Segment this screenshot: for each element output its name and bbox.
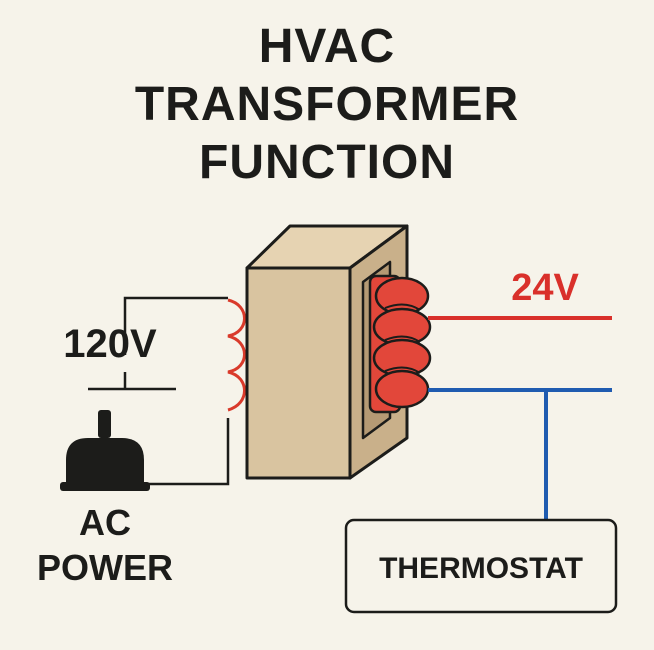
input-voltage-label: 120V bbox=[63, 322, 157, 366]
thermostat-label: THERMOSTAT bbox=[379, 552, 583, 585]
plug-icon bbox=[60, 410, 150, 491]
primary-circuit bbox=[88, 296, 230, 486]
title-line-2: TRANSFORMER bbox=[135, 78, 519, 131]
primary-coil-icon bbox=[227, 298, 246, 412]
title-line-3: FUNCTION bbox=[199, 136, 455, 189]
output-voltage-label: 24V bbox=[511, 267, 579, 309]
title-line-1: HVAC bbox=[259, 20, 395, 73]
thermostat-box: THERMOSTAT bbox=[344, 518, 618, 614]
primary-bottom-wire bbox=[142, 418, 230, 486]
ac-power-label-line2: POWER bbox=[37, 547, 173, 588]
primary-top-wire bbox=[123, 296, 228, 355]
ac-power-label-line1: AC bbox=[79, 502, 131, 543]
secondary-coil-icon bbox=[368, 274, 432, 414]
diagram-title: HVAC TRANSFORMER FUNCTION bbox=[135, 20, 519, 189]
